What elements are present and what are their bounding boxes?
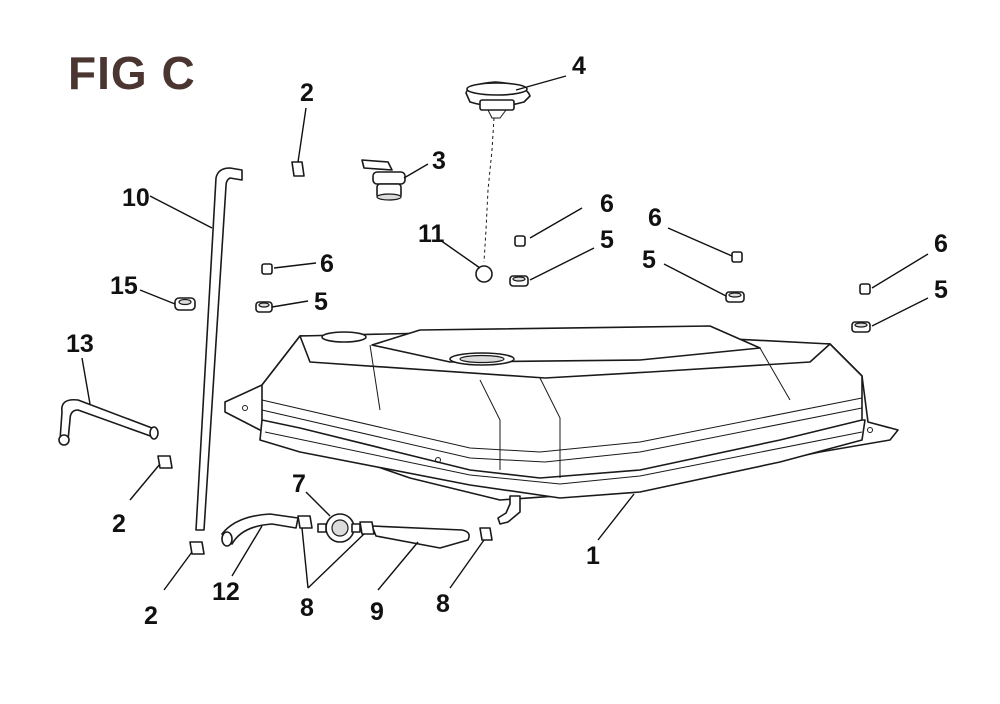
callout-15: 15: [110, 272, 138, 300]
callout-8: 8: [436, 590, 450, 618]
callout-2: 2: [144, 602, 158, 630]
callout-9: 9: [370, 598, 384, 626]
callout-12: 12: [212, 578, 240, 606]
callout-1: 1: [586, 542, 600, 570]
callout-4: 4: [572, 52, 586, 80]
leader-lines: [81, 75, 929, 591]
hose-clamp: [479, 527, 493, 541]
hose-clamp: [291, 161, 305, 177]
figure-title: FIG C: [68, 47, 196, 99]
hose-clamp: [189, 541, 205, 555]
callout-3: 3: [432, 147, 446, 175]
callout-5: 5: [314, 288, 328, 316]
vent-tube: [195, 167, 243, 531]
hose-12: [221, 513, 299, 547]
grommet-5: [255, 301, 273, 313]
callout-2: 2: [300, 79, 314, 107]
grommet-5: [851, 321, 871, 333]
callout-6: 6: [648, 204, 662, 232]
callout-6: 6: [934, 230, 948, 258]
callout-6: 6: [600, 190, 614, 218]
spacer-6: [261, 263, 273, 275]
hose-clamp: [297, 515, 313, 529]
callout-5: 5: [934, 276, 948, 304]
vent-valve: [361, 159, 406, 201]
grommet-5: [725, 291, 745, 303]
callout-7: 7: [292, 470, 306, 498]
spacer-6: [731, 251, 743, 263]
fuel-filter: [317, 513, 361, 543]
hose-9: [371, 525, 470, 549]
callout-2: 2: [112, 510, 126, 538]
callout-5: 5: [642, 246, 656, 274]
spacer-6: [859, 283, 871, 295]
callout-11: 11: [418, 220, 445, 248]
cap-tether-chain: [483, 117, 495, 263]
grommet-5: [509, 275, 529, 287]
hose-13: [58, 398, 159, 446]
callout-8: 8: [300, 594, 314, 622]
callout-6: 6: [320, 250, 334, 278]
callout-10: 10: [122, 184, 150, 212]
hose-clamp: [157, 455, 173, 469]
callout-5: 5: [600, 226, 614, 254]
hose-clamp: [359, 521, 375, 535]
fuel-tank: [224, 325, 899, 525]
spacer-6: [514, 235, 526, 247]
fuel-cap: [465, 81, 531, 119]
tether-ring: [475, 265, 493, 283]
callout-13: 13: [66, 330, 94, 358]
grommet-15: [174, 297, 196, 311]
callout-numbers: 4 2 3 10 11 6 6 5 6 5 6 5 5 15 13 2 2 12…: [66, 52, 948, 630]
